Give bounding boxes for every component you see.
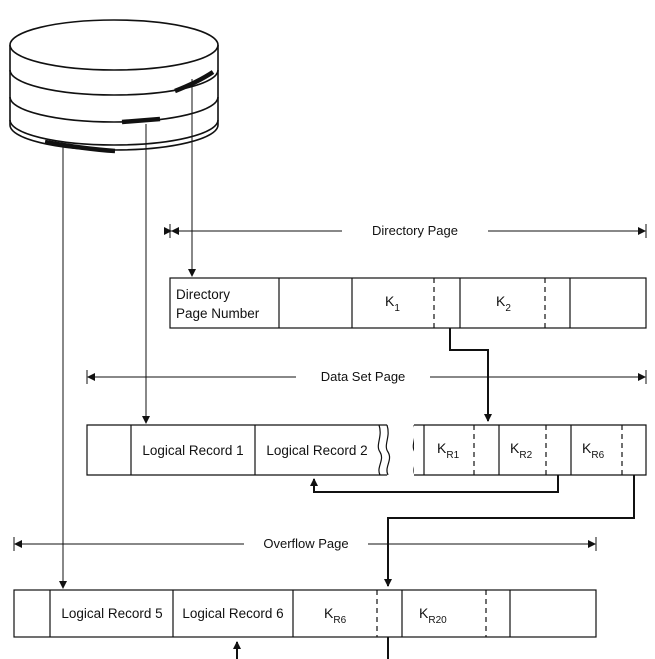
arrow-kr6-to-overflow xyxy=(384,475,635,587)
directory-page-span xyxy=(164,224,647,238)
disk-pointer-arrows xyxy=(59,79,196,589)
logical-record-5: Logical Record 5 xyxy=(61,606,162,621)
data-set-key-r2: KR2 xyxy=(510,440,533,461)
directory-page-number-label: Directory xyxy=(176,287,230,302)
directory-page-row xyxy=(169,277,647,329)
disk-stack-icon xyxy=(9,19,219,154)
overflow-page-label: Overflow Page xyxy=(263,536,348,551)
directory-key-1: K1 xyxy=(385,293,400,314)
logical-record-6: Logical Record 6 xyxy=(182,606,283,621)
directory-key-2: K2 xyxy=(496,293,511,314)
data-set-page-row xyxy=(86,424,647,476)
overflow-page-row xyxy=(13,589,597,638)
logical-record-2: Logical Record 2 xyxy=(266,443,367,458)
data-set-key-r1: KR1 xyxy=(437,440,460,461)
logical-record-1: Logical Record 1 xyxy=(142,443,243,458)
data-set-key-r6: KR6 xyxy=(582,440,605,461)
chain-arrows xyxy=(233,328,635,659)
track-segment-directory xyxy=(174,70,215,94)
overflow-key-r20: KR20 xyxy=(419,605,447,626)
arrow-kr2-to-record-2 xyxy=(310,475,559,493)
track-segment-overflow xyxy=(44,139,116,154)
track-segment-data xyxy=(121,116,161,125)
directory-page-label: Directory Page xyxy=(372,223,458,238)
arrow-directory-to-kr1 xyxy=(449,328,492,422)
overflow-key-r6: KR6 xyxy=(324,605,347,626)
directory-page-number-label-2: Page Number xyxy=(176,306,260,321)
data-set-page-label: Data Set Page xyxy=(321,369,406,384)
